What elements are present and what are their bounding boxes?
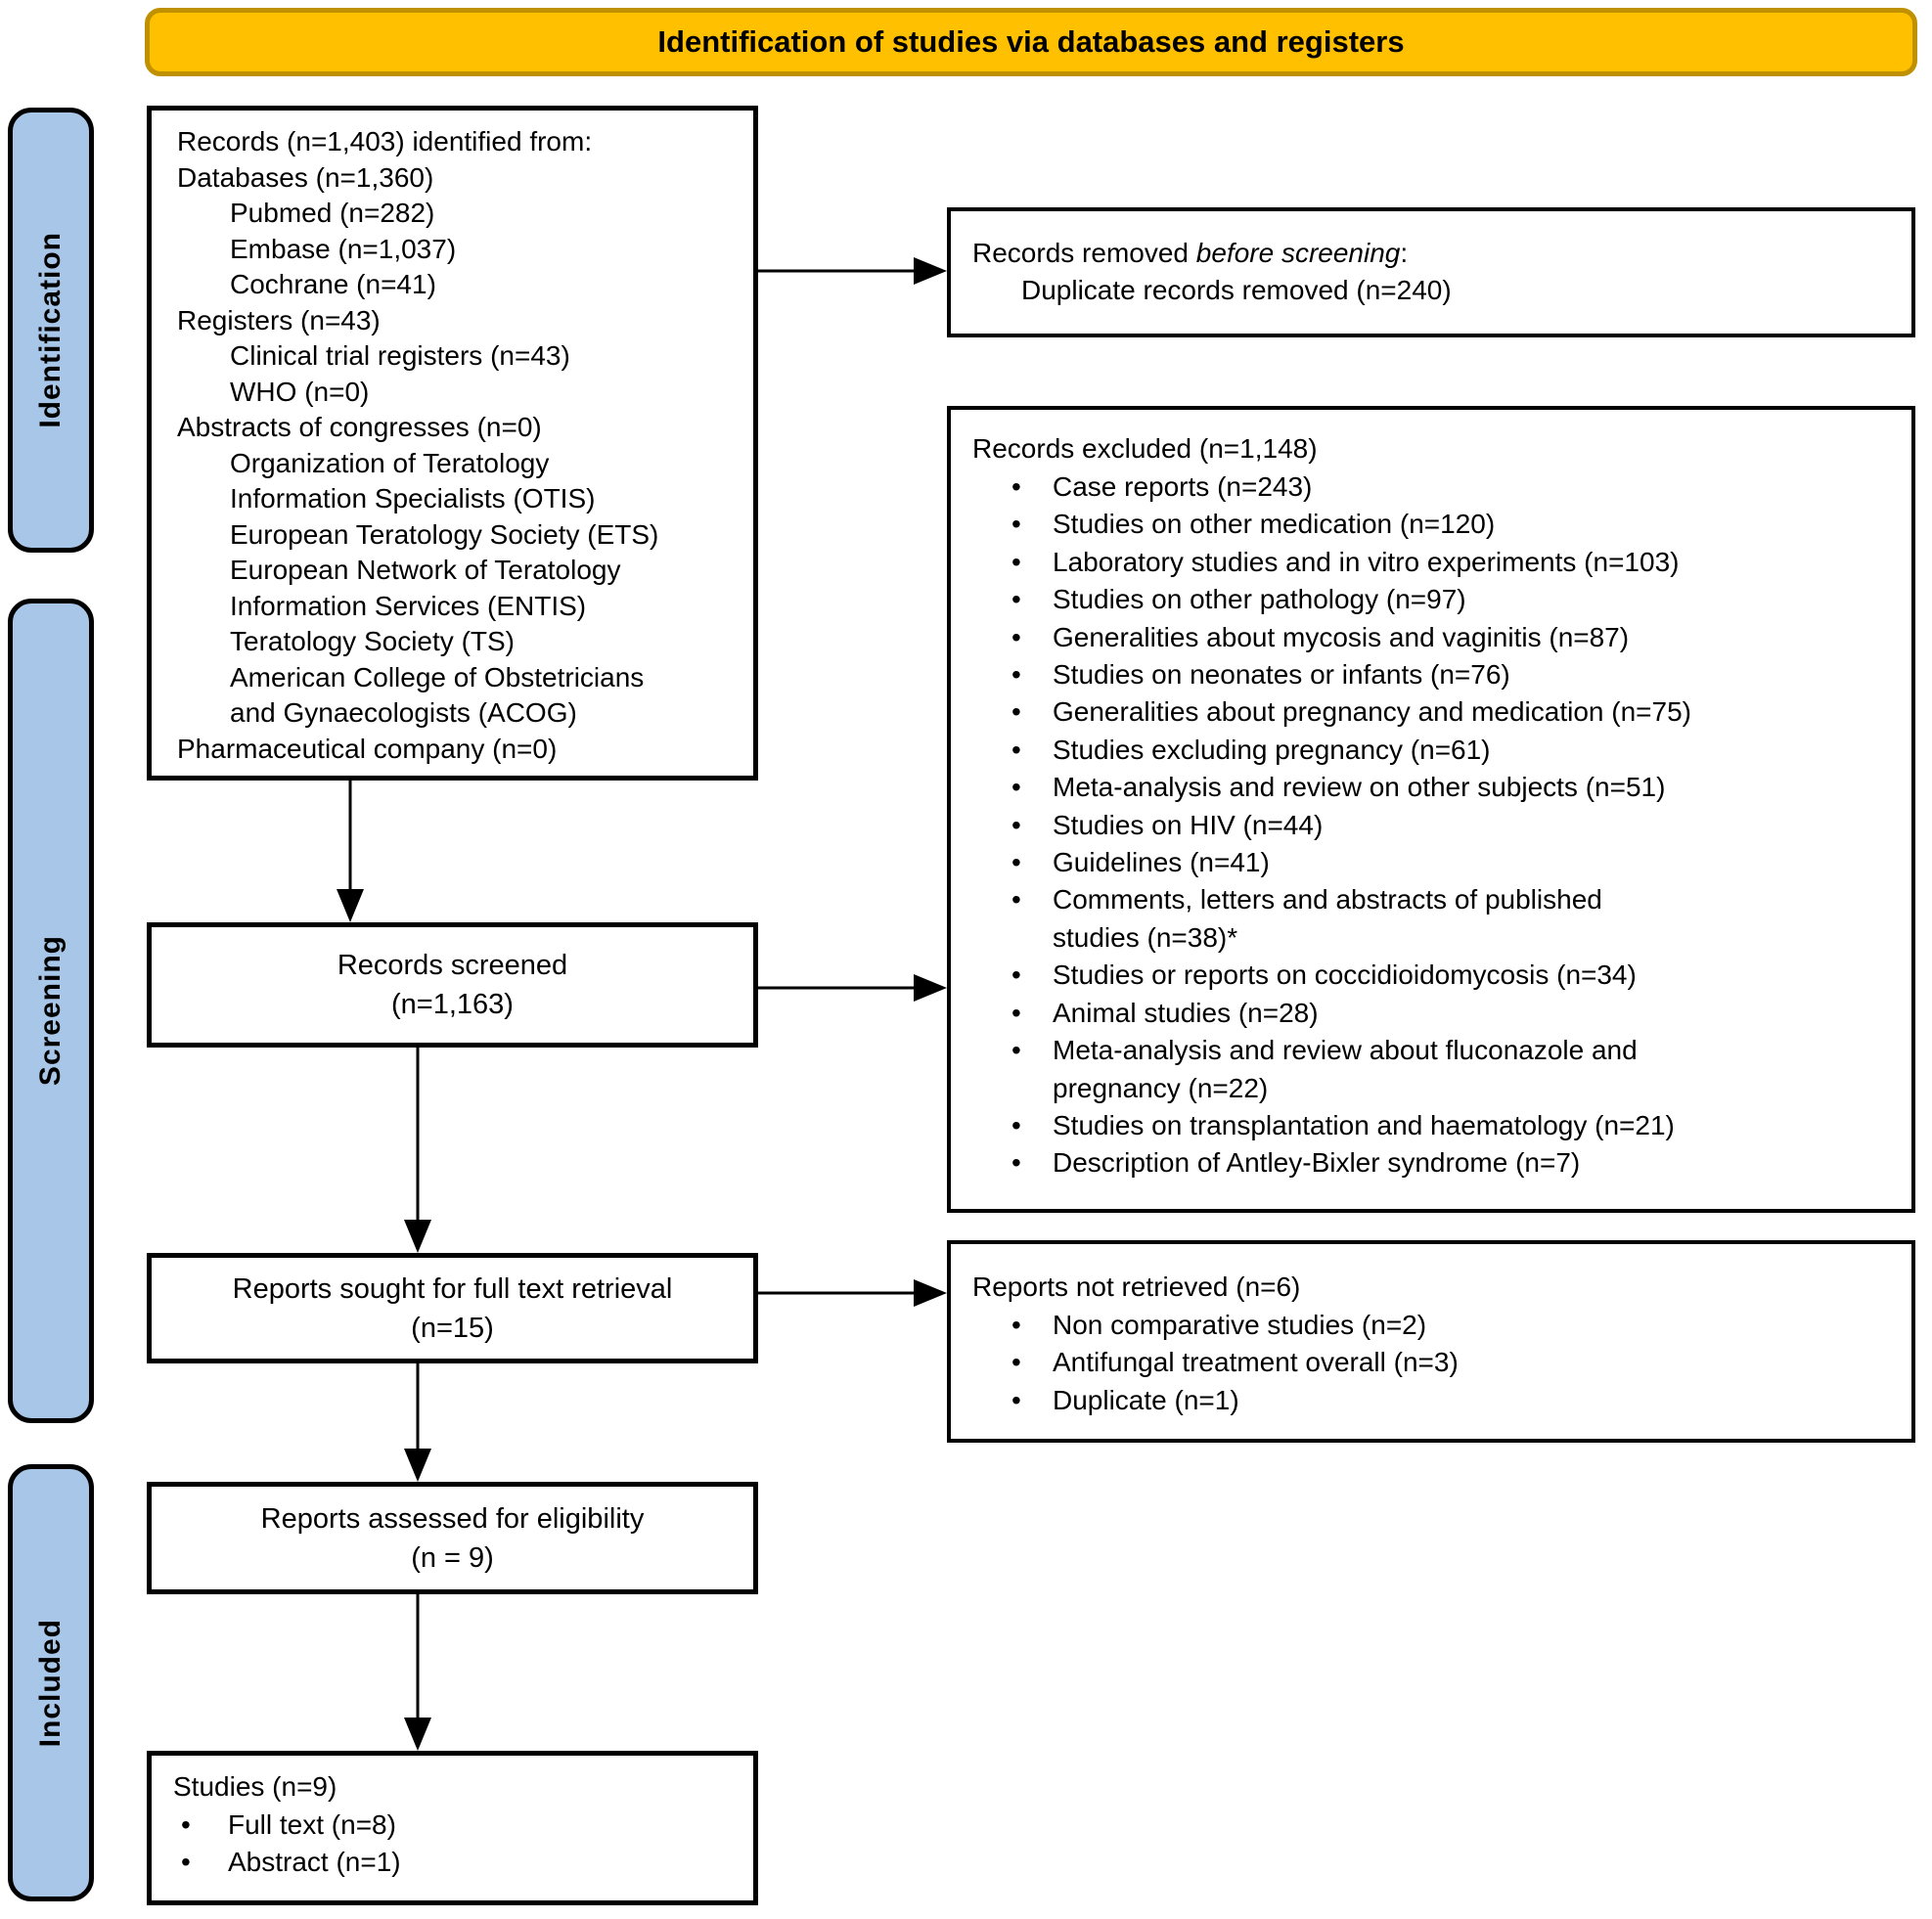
bullet-icon: • — [1011, 659, 1021, 691]
identified-line: Information Specialists (OTIS) — [230, 483, 596, 513]
removed-detail: Duplicate records removed (n=240) — [1021, 275, 1452, 305]
screened-line2: (n=1,163) — [391, 989, 514, 1020]
excluded-item: •Comments, letters and abstracts of publ… — [972, 881, 1900, 957]
identified-line: Pharmaceutical company (n=0) — [177, 733, 558, 764]
studies-item: •Full text (n=8) — [173, 1807, 743, 1844]
bullet-icon: • — [1011, 772, 1021, 803]
bullet-icon: • — [181, 1847, 191, 1878]
identified-line: Information Services (ENTIS) — [230, 590, 587, 621]
excluded-item: •Generalities about pregnancy and medica… — [972, 693, 1900, 731]
excluded-item: •Guidelines (n=41) — [972, 844, 1900, 881]
excluded-item: •Generalities about mycosis and vaginiti… — [972, 619, 1900, 656]
records-screened-box: Records screened (n=1,163) — [147, 922, 758, 1048]
bullet-icon: • — [1011, 509, 1021, 540]
records-excluded-box: Records excluded (n=1,148) •Case reports… — [947, 406, 1915, 1213]
excluded-item: •Description of Antley-Bixler syndrome (… — [972, 1144, 1900, 1182]
identified-line: Registers (n=43) — [177, 304, 381, 335]
excluded-item: •Meta-analysis and review on other subje… — [972, 769, 1900, 806]
bullet-icon: • — [1011, 1109, 1021, 1140]
arrow-identified-to-removed — [758, 257, 947, 285]
not-retrieved-header: Reports not retrieved (n=6) — [972, 1272, 1301, 1302]
studies-included-box: Studies (n=9) •Full text (n=8) •Abstract… — [147, 1751, 758, 1905]
not-retrieved-item: •Duplicate (n=1) — [972, 1382, 1900, 1419]
bullet-icon: • — [1011, 696, 1021, 728]
records-removed-box: Records removed before screening: Duplic… — [947, 207, 1915, 337]
excluded-header: Records excluded (n=1,148) — [972, 433, 1318, 464]
excluded-item: •Studies or reports on coccidioidomycosi… — [972, 957, 1900, 994]
excluded-item: •Meta-analysis and review about fluconaz… — [972, 1032, 1900, 1107]
bullet-icon: • — [1011, 1035, 1021, 1066]
reports-assessed-box: Reports assessed for eligibility (n = 9) — [147, 1482, 758, 1594]
assessed-line2: (n = 9) — [411, 1541, 494, 1574]
arrow-sought-to-not-retrieved — [758, 1279, 947, 1307]
not-retrieved-item: •Non comparative studies (n=2) — [972, 1307, 1900, 1344]
excluded-item: •Laboratory studies and in vitro experim… — [972, 544, 1900, 581]
excluded-item: •Studies on neonates or infants (n=76) — [972, 656, 1900, 693]
bullet-icon: • — [1011, 1347, 1021, 1378]
bullet-icon: • — [1011, 997, 1021, 1028]
identified-line: Cochrane (n=41) — [230, 269, 436, 299]
identified-line: Teratology Society (TS) — [230, 626, 515, 656]
bullet-icon: • — [1011, 809, 1021, 840]
stage-label-screening: Screening — [8, 599, 94, 1423]
bullet-icon: • — [1011, 1310, 1021, 1340]
arrow-sought-to-assessed — [404, 1363, 431, 1482]
arrow-screened-to-excluded — [758, 974, 947, 1002]
bullet-icon: • — [1011, 1147, 1021, 1179]
stage-label-identification-text: Identification — [34, 232, 67, 428]
identified-line: WHO (n=0) — [230, 376, 370, 407]
identified-line: Abstracts of congresses (n=0) — [177, 412, 542, 442]
arrow-screened-to-sought — [404, 1048, 431, 1253]
stage-label-identification: Identification — [8, 108, 94, 553]
bullet-icon: • — [1011, 884, 1021, 915]
identified-line: European Teratology Society (ETS) — [230, 518, 659, 550]
assessed-line1: Reports assessed for eligibility — [260, 1502, 645, 1535]
identified-line: American College of Obstetricians — [230, 661, 645, 692]
stage-label-included: Included — [8, 1464, 94, 1901]
title-banner: Identification of studies via databases … — [145, 8, 1917, 76]
bullet-icon: • — [1011, 546, 1021, 577]
identified-line: Records (n=1,403) identified from: — [177, 126, 593, 156]
reports-not-retrieved-box: Reports not retrieved (n=6) •Non compara… — [947, 1240, 1915, 1443]
identified-line: Embase (n=1,037) — [230, 233, 457, 264]
bullet-icon: • — [1011, 621, 1021, 652]
studies-item: •Abstract (n=1) — [173, 1844, 743, 1881]
bullet-icon: • — [1011, 847, 1021, 878]
screened-line1: Records screened — [337, 950, 568, 981]
bullet-icon: • — [1011, 734, 1021, 765]
excluded-item: •Studies on transplantation and haematol… — [972, 1107, 1900, 1144]
sought-line1: Reports sought for full text retrieval — [232, 1272, 673, 1305]
bullet-icon: • — [1011, 960, 1021, 991]
identified-line: Databases (n=1,360) — [177, 161, 434, 193]
bullet-icon: • — [181, 1809, 191, 1840]
removed-header: Records removed before screening: — [972, 238, 1409, 268]
not-retrieved-item: •Antifungal treatment overall (n=3) — [972, 1344, 1900, 1381]
identified-line: European Network of Teratology — [230, 555, 621, 585]
stage-label-screening-text: Screening — [34, 935, 67, 1087]
studies-header: Studies (n=9) — [173, 1771, 337, 1802]
sought-line2: (n=15) — [411, 1312, 494, 1344]
identified-line: Clinical trial registers (n=43) — [230, 340, 570, 371]
arrow-assessed-to-studies — [404, 1594, 431, 1751]
excluded-item: •Studies on other medication (n=120) — [972, 506, 1900, 543]
reports-sought-box: Reports sought for full text retrieval (… — [147, 1253, 758, 1363]
bullet-icon: • — [1011, 471, 1021, 502]
excluded-item: •Studies on HIV (n=44) — [972, 807, 1900, 844]
identified-line: and Gynaecologists (ACOG) — [230, 697, 577, 728]
excluded-item: •Studies excluding pregnancy (n=61) — [972, 732, 1900, 769]
identified-line: Organization of Teratology — [230, 447, 550, 478]
excluded-item: •Animal studies (n=28) — [972, 995, 1900, 1032]
title-text: Identification of studies via databases … — [657, 24, 1405, 59]
stage-label-included-text: Included — [34, 1618, 67, 1748]
bullet-icon: • — [1011, 584, 1021, 615]
arrow-identified-to-screened — [337, 781, 364, 922]
excluded-item: •Case reports (n=243) — [972, 469, 1900, 506]
identified-line: Pubmed (n=282) — [230, 198, 435, 228]
excluded-item: •Studies on other pathology (n=97) — [972, 581, 1900, 618]
bullet-icon: • — [1011, 1384, 1021, 1415]
records-identified-box: Records (n=1,403) identified from: Datab… — [147, 106, 758, 781]
